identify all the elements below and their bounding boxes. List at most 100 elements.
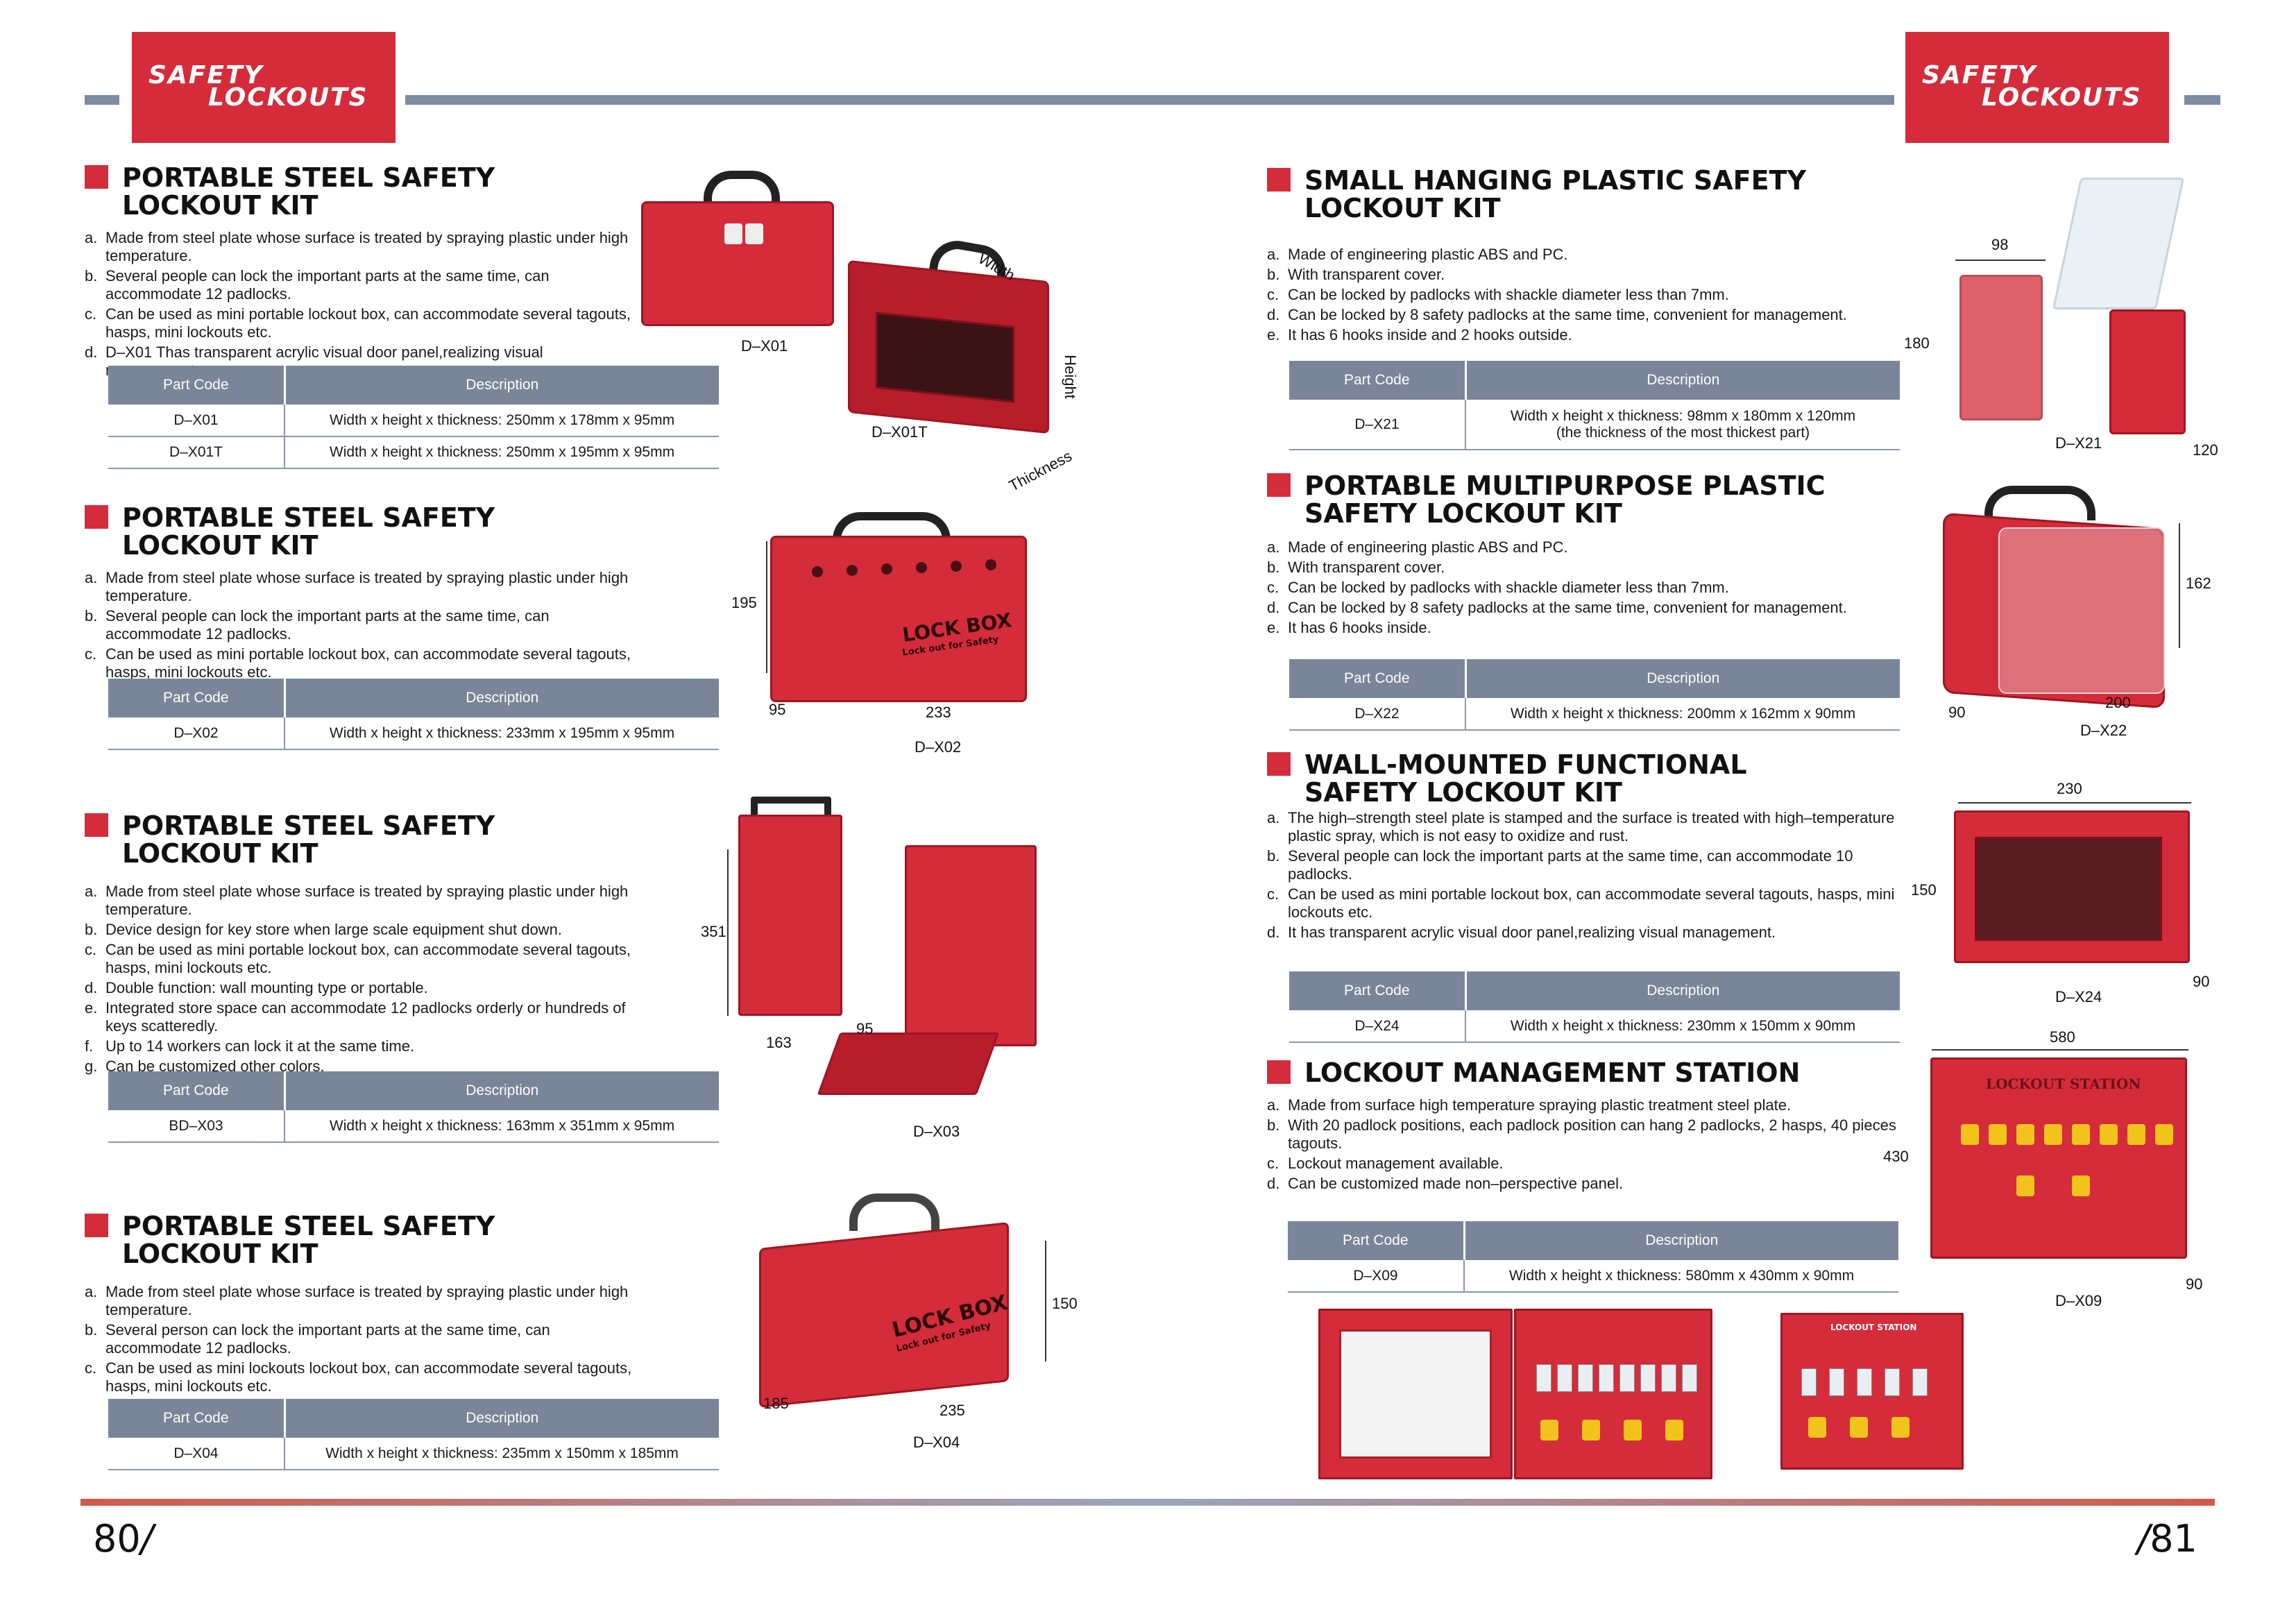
list-item: d.Double function: wall mounting type or…: [85, 979, 428, 996]
list-item: e.It has 6 hooks inside.: [1267, 619, 1431, 636]
padlock-icon: [1808, 1417, 1826, 1438]
product-image-d-x24: [1954, 810, 2204, 977]
box-body: [905, 845, 1037, 1046]
list-item: b.Device design for key store when large…: [85, 921, 562, 938]
padlock-icon: [724, 223, 742, 244]
header-description: Description: [284, 366, 719, 405]
brand-line1: SAFETY: [148, 61, 264, 90]
section-bd-x03: PORTABLE STEEL SAFETY LOCKOUT KIT a.Made…: [85, 812, 640, 1078]
section-title: WALL-MOUNTED FUNCTIONAL SAFETY LOCKOUT K…: [1267, 751, 1905, 806]
list-item: c.Can be used as mini portable lockout b…: [85, 645, 631, 681]
page-number-left: 80/: [93, 1517, 153, 1561]
image-code-d-x01t: D–X01T: [871, 423, 928, 441]
product-image-d-x09: LOCKOUT STATION: [1930, 1057, 2194, 1266]
list-item: c.Can be used as mini portable lockout b…: [1267, 885, 1895, 921]
list-item: a.Made from steel plate whose surface is…: [85, 1283, 629, 1318]
image-code-d-x24: D–X24: [2055, 988, 2102, 1005]
header-part-code: Part Code: [108, 1071, 286, 1110]
tag-icon: [1912, 1368, 1928, 1396]
dim-thickness-label: 120: [2193, 441, 2218, 459]
door-window: [1339, 1329, 1492, 1459]
header-description: Description: [284, 1071, 719, 1110]
feature-list: a.Made from steel plate whose surface is…: [85, 883, 640, 1076]
padlock-icon: [2072, 1124, 2090, 1145]
station-photo-closed: LOCKOUT STATION: [1780, 1313, 1968, 1479]
padlock-icon: [1665, 1420, 1683, 1441]
padlock-icon: [2072, 1175, 2090, 1196]
list-item: c.Can be used as mini lockouts lockout b…: [85, 1359, 632, 1395]
tag-icon: [1619, 1364, 1635, 1392]
bullet-square-icon: [85, 1214, 108, 1237]
section-d-x21: SMALL HANGING PLASTIC SAFETY LOCKOUT KIT…: [1267, 167, 1933, 346]
window-panel: [1975, 837, 2162, 941]
dim-line: [1955, 260, 2046, 261]
dim-height-label: 180: [1904, 334, 1930, 352]
header-part-code: Part Code: [1288, 1221, 1465, 1260]
product-image-d-x03-open: [817, 845, 1044, 1102]
slash-icon: /: [2137, 1517, 2150, 1561]
feature-list: a.Made from steel plate whose surface is…: [85, 229, 640, 380]
brand-line2: LOCKOUTS: [208, 83, 368, 112]
bullet-square-icon: [1267, 752, 1291, 776]
header-part-code: Part Code: [1289, 659, 1467, 698]
dim-line: [727, 849, 729, 1016]
station-body: [1930, 1057, 2187, 1259]
product-image-d-x01: [641, 171, 835, 330]
image-code-d-x04: D–X04: [913, 1434, 960, 1451]
dim-height-label: 351: [701, 923, 726, 940]
tag-icon: [1801, 1368, 1817, 1396]
header-description: Description: [1465, 971, 1900, 1010]
padlock-icon: [2016, 1175, 2034, 1196]
station-interior: [1514, 1309, 1712, 1479]
feature-list: a.Made from steel plate whose surface is…: [85, 569, 640, 681]
handle-icon: [849, 1193, 939, 1231]
station-photo-open: [1318, 1309, 1714, 1482]
dim-width-label: 163: [766, 1034, 792, 1051]
padlock-icon: [1540, 1420, 1558, 1441]
product-image-d-x01t: [848, 236, 1056, 451]
dim-height-label: 195: [731, 594, 757, 611]
dim-thickness-label: 185: [763, 1395, 789, 1412]
list-item: b.Several person can lock the important …: [85, 1321, 550, 1357]
tag-icon: [1885, 1368, 1900, 1396]
padlock-icon: [2155, 1124, 2173, 1145]
section-d-x09: LOCKOUT MANAGEMENT STATION a.Made from s…: [1267, 1059, 1905, 1195]
dim-width-label: 98: [1991, 236, 2009, 253]
dim-line: [1958, 802, 2191, 804]
brand-line1: SAFETY: [1922, 61, 2037, 90]
list-item: b.With transparent cover.: [1267, 559, 1445, 576]
list-item: d.Can be locked by 8 safety padlocks at …: [1267, 599, 1847, 616]
list-item: e.It has 6 hooks inside and 2 hooks outs…: [1267, 326, 1572, 343]
section-title: PORTABLE STEEL SAFETY LOCKOUT KIT: [85, 164, 640, 219]
footer-rule: [80, 1499, 2215, 1506]
header-part-code: Part Code: [108, 1399, 286, 1438]
box-body: [641, 201, 834, 326]
padlock-icon: [745, 223, 763, 244]
header-part-code: Part Code: [1289, 361, 1467, 400]
section-title: PORTABLE STEEL SAFETY LOCKOUT KIT: [85, 1212, 640, 1268]
header-description: Description: [284, 1399, 719, 1438]
bullet-square-icon: [1267, 168, 1291, 192]
list-item: b.With transparent cover.: [1267, 266, 1445, 283]
padlock-icon: [2044, 1124, 2062, 1145]
brand-badge-left: SAFETY LOCKOUTS: [132, 32, 396, 143]
tag-icon: [1661, 1364, 1676, 1392]
section-d-x01: PORTABLE STEEL SAFETY LOCKOUT KIT a.Made…: [85, 164, 640, 382]
padlock-icon: [2100, 1124, 2118, 1145]
list-item: d.It has transparent acrylic visual door…: [1267, 924, 1776, 941]
dim-thickness-label: 95: [856, 1020, 874, 1037]
padlock-icon: [1891, 1417, 1910, 1438]
list-item: c.Can be used as mini portable lockout b…: [85, 941, 631, 976]
section-d-x04: PORTABLE STEEL SAFETY LOCKOUT KIT a.Made…: [85, 1212, 640, 1397]
header-description: Description: [1464, 1221, 1898, 1260]
header-part-code: Part Code: [1289, 971, 1467, 1010]
dim-thickness-label: 90: [1948, 704, 1966, 721]
